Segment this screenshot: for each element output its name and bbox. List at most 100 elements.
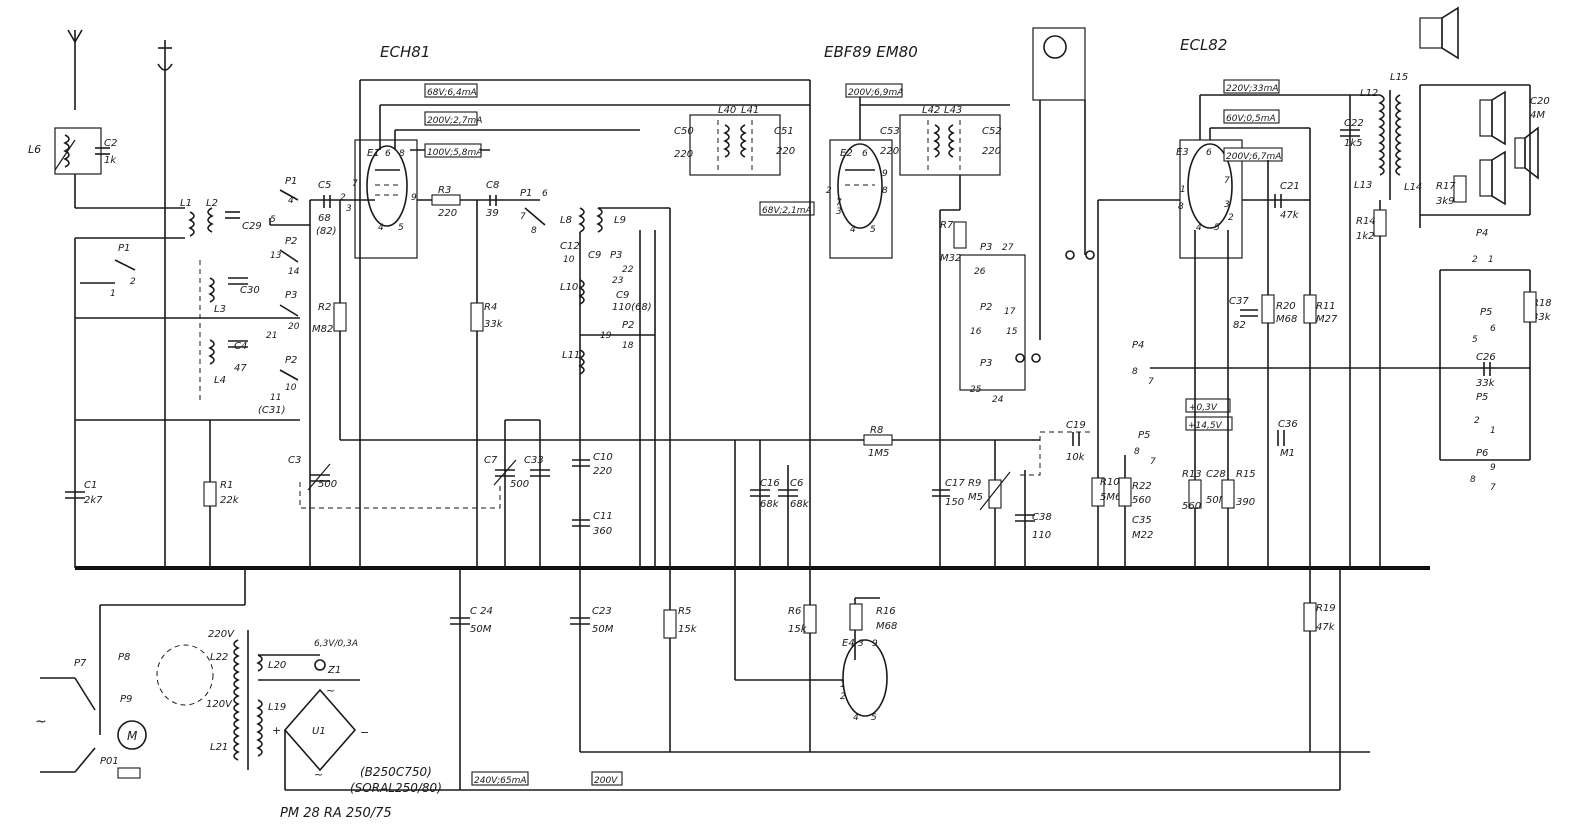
l41-label: L41: [741, 105, 759, 116]
pin-16: 16: [970, 327, 982, 337]
tweeter-1: [1479, 99, 1493, 137]
l8-label: L8: [560, 215, 572, 226]
c33-label: C33: [524, 455, 544, 466]
ech-pin-2: 2: [340, 193, 346, 203]
rectifier-ac-top: ~: [326, 684, 335, 697]
em-pin-4: 4: [853, 713, 859, 723]
rectifier-type-2: (SORAL250/80): [350, 781, 442, 795]
right-pin-7: 7: [1490, 483, 1496, 493]
c36-label: C36: [1278, 419, 1298, 430]
c3-value: 500: [318, 479, 337, 490]
ech-pin-3: 3: [346, 204, 352, 214]
p5-right-2-label: P5: [1476, 392, 1488, 403]
c17-value: 150: [945, 497, 964, 508]
r13-label: R13: [1182, 469, 1202, 480]
c38-value: 110: [1032, 530, 1051, 541]
right-pin-1b: 1: [1490, 426, 1496, 436]
l22-label: L22: [210, 652, 228, 663]
right-pin-5: 5: [1472, 335, 1478, 345]
r17-value: 3k9: [1436, 196, 1455, 207]
pin-27: 27: [1002, 243, 1014, 253]
ebf89-shield: [829, 139, 893, 259]
r3-label: R3: [438, 185, 451, 196]
l20-label: L20: [268, 660, 286, 671]
em-pin-5: 5: [871, 713, 877, 723]
c19-value: 10k: [1066, 452, 1086, 463]
c24-value: 50M: [470, 624, 492, 635]
pin-15: 15: [1006, 327, 1018, 337]
pin-10-osc: 10: [563, 255, 575, 265]
osc-pin-7: 7: [520, 212, 526, 222]
c7-value: 500: [510, 479, 529, 490]
c12-label: C12: [560, 241, 580, 252]
c8-value: 39: [486, 208, 499, 219]
tube-ech81-label: ECH81: [380, 43, 430, 61]
r16-label: R16: [876, 606, 896, 617]
c7-label: C7: [484, 455, 498, 466]
r2-value: M82: [312, 324, 333, 335]
em80-magic-eye-icon: [1043, 35, 1067, 59]
pin-22: 22: [622, 265, 634, 275]
c4-label: C4: [234, 341, 247, 352]
l3-label: L3: [214, 304, 226, 315]
motor-icon: [117, 720, 147, 750]
p5-ecl-label: P5: [1138, 430, 1150, 441]
p01-label: P01: [100, 756, 119, 767]
coil-l3-l4: [199, 260, 248, 400]
c30-label: C30: [240, 285, 260, 296]
tweeter-2-icon: [1491, 150, 1506, 206]
voltage-60v-05ma: 60V;0,5mA: [1226, 114, 1276, 124]
r9-value: M5: [968, 492, 983, 503]
ferrite-antenna-l6: [54, 127, 110, 175]
tweeter-2: [1479, 159, 1493, 197]
voltage-selector: [156, 644, 214, 706]
pin-17: 17: [1004, 307, 1016, 317]
l6-label: L6: [28, 143, 41, 156]
rectifier-ac-bottom: ~: [314, 768, 323, 781]
l19-label: L19: [268, 702, 286, 713]
r16-value: M68: [876, 621, 897, 632]
voltage-240v-65ma: 240V;65mA: [474, 776, 527, 786]
c19-label: C19: [1066, 420, 1086, 431]
speaker-plug-icon: [1419, 17, 1443, 49]
r6-value: 15k: [788, 624, 808, 635]
pin-26: 26: [974, 267, 986, 277]
voltage-box-200v: [591, 771, 623, 786]
em-pin-9: 9: [872, 639, 878, 649]
l1-label: L1: [180, 198, 192, 209]
ecl-pin-3: 3: [1224, 200, 1230, 210]
pin-10: 10: [285, 383, 297, 393]
c51-value: 220: [776, 146, 795, 157]
r8-value: 1M5: [868, 448, 889, 459]
pilot-lamp-icon: [314, 659, 326, 671]
ech-pin-6: 6: [385, 149, 391, 159]
c50-label: C50: [674, 126, 694, 137]
c16-label: C16: [760, 478, 780, 489]
r19-label: R19: [1316, 603, 1336, 614]
l4-label: L4: [214, 375, 226, 386]
ecl82-shield: [1179, 139, 1243, 259]
r20-value: M68: [1276, 314, 1297, 325]
r6-label: R6: [788, 606, 801, 617]
l9-label: L9: [614, 215, 626, 226]
right-pin-2: 2: [1472, 255, 1478, 265]
voltage-box-200v-67ma: [1223, 147, 1283, 162]
tube-ebf89-em80-label: EBF89 EM80: [824, 43, 918, 61]
l11-label: L11: [562, 350, 580, 361]
ecl-pin-6: 6: [1206, 148, 1212, 158]
ecl-sw-pin-7a: 7: [1148, 377, 1154, 387]
r14-value: 1k2: [1356, 231, 1375, 242]
c3-label: C3: [288, 455, 301, 466]
e3-label: E3: [1176, 147, 1189, 158]
c52-value: 220: [982, 146, 1001, 157]
rectifier-minus: −: [360, 726, 369, 739]
c22-label: C22: [1344, 118, 1364, 129]
p4-right-label: P4: [1476, 228, 1488, 239]
woofer: [1514, 137, 1526, 169]
volume-switch-block: [959, 254, 1026, 391]
e2-label: E2: [840, 148, 853, 159]
right-pin-8: 8: [1470, 475, 1476, 485]
voltage-100v-58ma: 100V;5,8mA: [427, 148, 482, 158]
ebf-pin-7: 7: [836, 198, 842, 208]
ecl-pin-7: 7: [1224, 176, 1230, 186]
